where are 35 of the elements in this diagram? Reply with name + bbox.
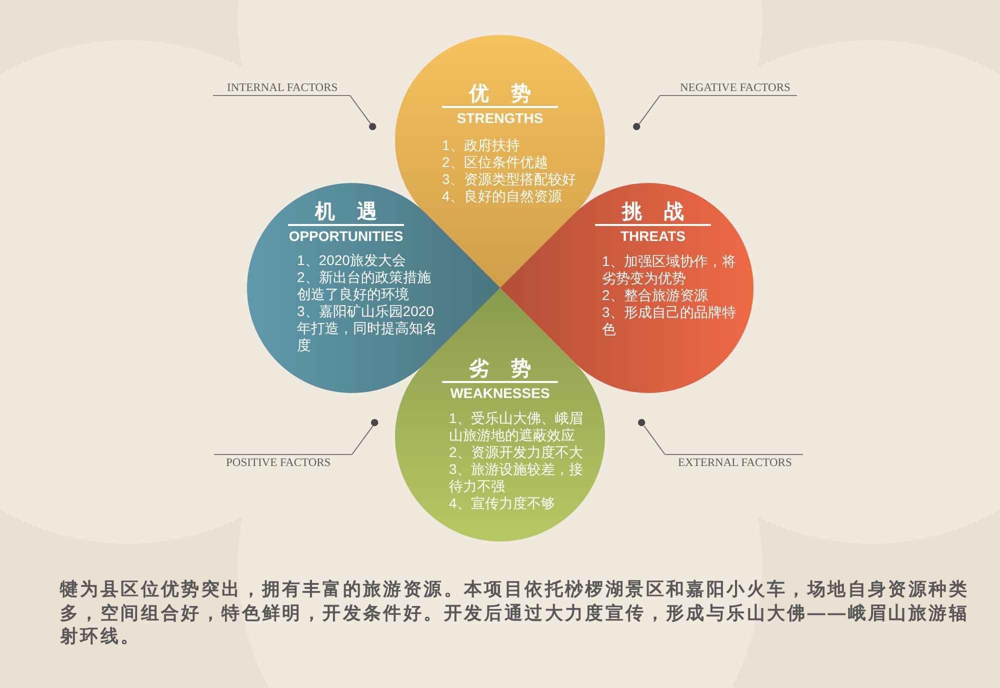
list-item: 3、形成自己的品牌特色	[602, 304, 737, 338]
leader-line	[352, 425, 374, 455]
heading: 机 遇	[288, 200, 404, 226]
heading: 优 势	[442, 82, 558, 108]
factor-label: EXTERNAL FACTORS	[665, 454, 803, 471]
list-item: 2、区位条件优越	[442, 154, 549, 170]
list-item: 1、政府扶持	[442, 136, 521, 154]
factor-label: NEGATIVE FACTORS	[660, 81, 797, 96]
heading: 劣 势	[442, 357, 558, 383]
list-item: 4、宣传力度不够	[449, 494, 556, 512]
heading: 挑 战	[595, 200, 711, 226]
subheading: OPPORTUNITIES	[288, 228, 404, 244]
dot	[369, 123, 377, 131]
subheading: STRENGTHS	[456, 110, 544, 126]
dot	[371, 419, 379, 427]
list-item: 1、2020旅发大会	[297, 252, 407, 268]
list-item: 2、资源开发力度不大	[449, 444, 584, 460]
list-item: 3、嘉阳矿山乐园2020年打造，同时提高知名度	[297, 302, 438, 354]
dot	[633, 123, 641, 131]
list-item: 3、旅游设施较差，接待力不强	[449, 460, 584, 494]
subheading: THREATS	[620, 228, 686, 244]
list-item: 3、资源类型搭配较好	[442, 170, 577, 188]
list-item: 2、整合旅游资源	[602, 286, 709, 304]
list-item: 4、良好的自然资源	[442, 188, 563, 204]
list-item: 1、受乐山大佛、峨眉山旅游地的遮蔽效应	[449, 410, 584, 444]
leader-line	[350, 95, 372, 125]
leader-line	[638, 95, 660, 125]
list-item: 2、新出台的政策措施创造了良好的环境	[297, 268, 432, 302]
factor-label: INTERNAL FACTORS	[213, 81, 350, 96]
dot	[638, 419, 646, 427]
subheading: WEAKNESSES	[450, 385, 550, 401]
leader-line	[644, 425, 666, 455]
list-item: 1、加强区域协作，将劣势变为优势	[602, 252, 737, 286]
factor-label: POSITIVE FACTORS	[214, 454, 352, 471]
caption: 犍为县区位优势突出，拥有丰富的旅游资源。本项目依托桫椤湖景区和嘉阳小火车，场地自身资源种类多，空间组合好，特色鲜明，开发条件好。开发后通过大力度宣传，形成与乐山大佛——峨眉山旅游辐射环线。	[60, 578, 970, 648]
